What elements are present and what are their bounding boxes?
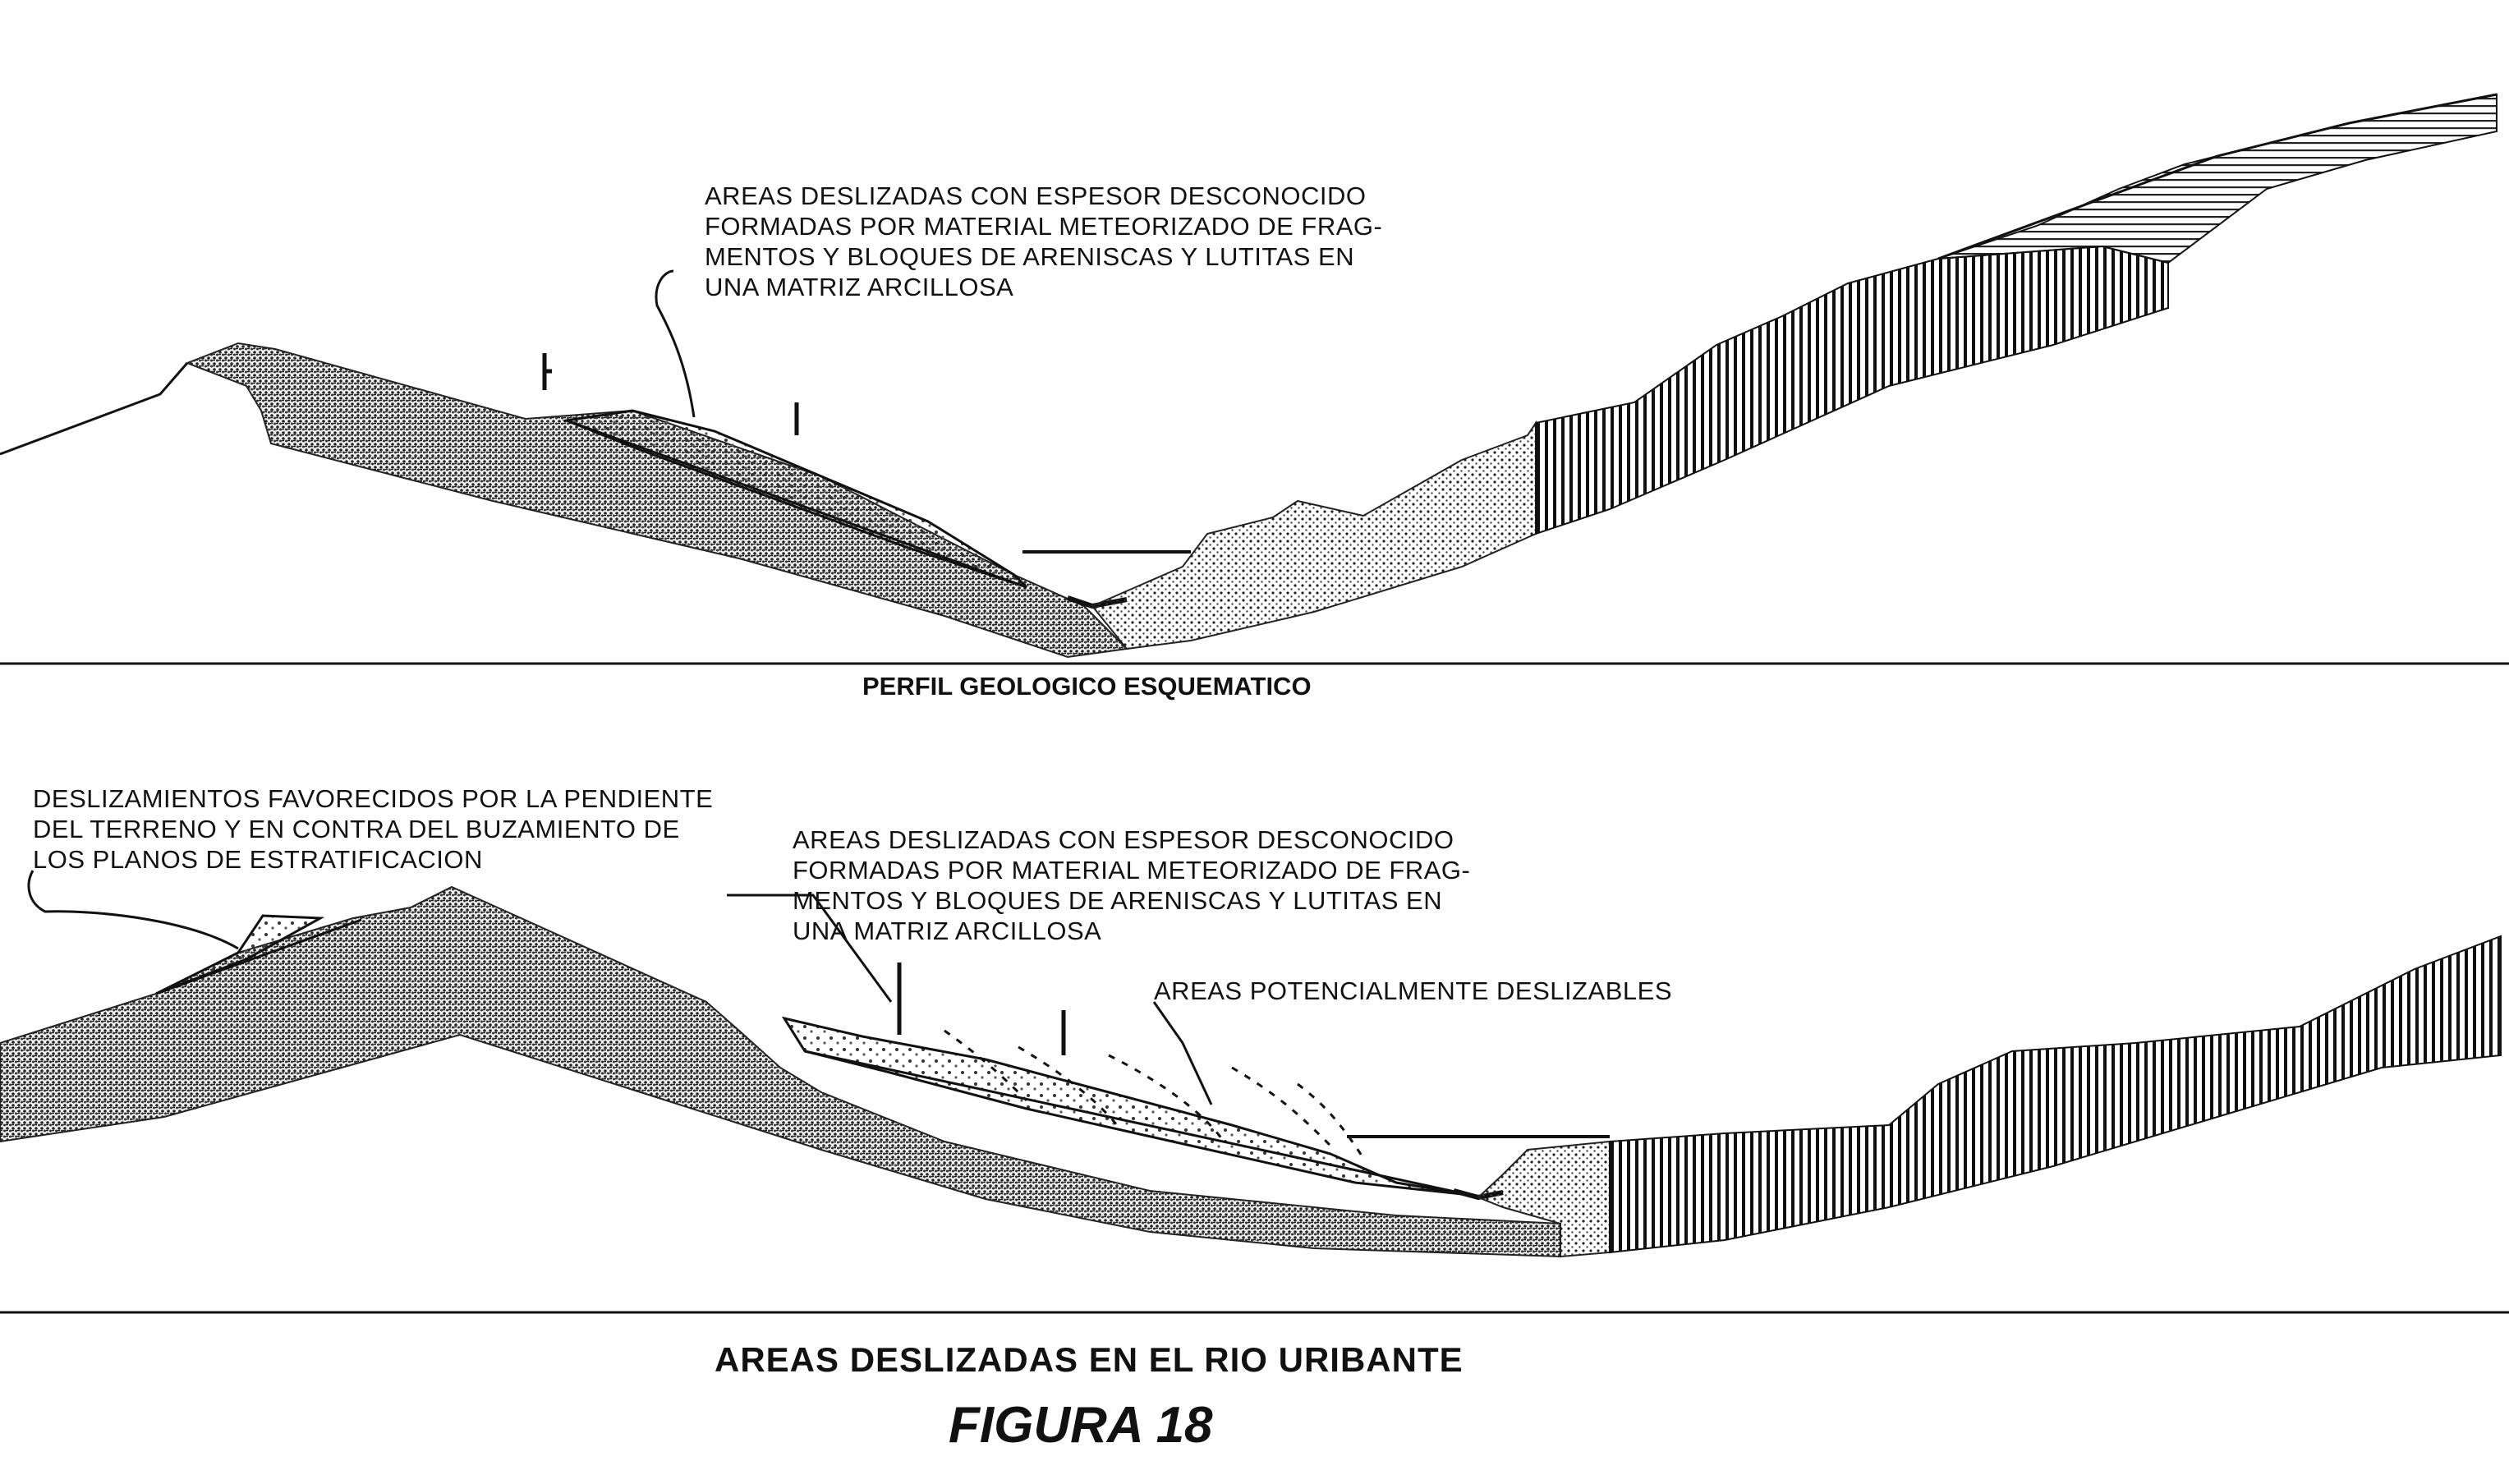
top-slip-surface <box>566 419 1027 589</box>
bottom-right-hatched-slope <box>1609 935 2502 1254</box>
bottom-potential-slide-4 <box>1231 1066 1332 1147</box>
top-slide-note-line-2: FORMADAS POR MATERIAL METEORIZADO DE FRA… <box>705 212 1383 241</box>
bottom-center-note-line-1: AREAS DESLIZADAS CON ESPESOR DESCONOCIDO <box>793 825 1454 854</box>
bottom-center-note-line-4: UNA MATRIZ ARCILLOSA <box>793 917 1102 945</box>
top-note-leader <box>655 269 696 418</box>
bottom-center-note: AREAS DESLIZADAS CON ESPESOR DESCONOCIDO… <box>793 825 1470 946</box>
top-upper-slope-outline <box>1937 93 2498 260</box>
bottom-left-note-line-1: DESLIZAMIENTOS FAVORECIDOS POR LA PENDIE… <box>33 784 714 813</box>
top-slide-note-line-4: UNA MATRIZ ARCILLOSA <box>705 273 1014 301</box>
top-landslide-mass <box>562 409 1028 589</box>
bottom-left-ridge <box>0 885 1561 1258</box>
bottom-potential-slide-2 <box>1018 1045 1119 1126</box>
top-left-hillside <box>185 342 1129 659</box>
bottom-slip-surface <box>804 1050 1471 1197</box>
bottom-potential-slide-5 <box>1297 1082 1365 1159</box>
figure-number: FIGURA 18 <box>949 1397 1213 1454</box>
bottom-left-note-line-3: LOS PLANOS DE ESTRATIFICACION <box>33 845 483 874</box>
top-right-lower-slope <box>1091 420 1537 650</box>
bottom-potential-slide-3 <box>1108 1054 1225 1142</box>
bottom-left-note-line-2: DEL TERRENO Y EN CONTRA DEL BUZAMIENTO D… <box>33 815 680 843</box>
bottom-left-slip-surface <box>155 918 362 995</box>
bottom-right-note: AREAS POTENCIALMENTE DESLIZABLES <box>1154 976 1673 1005</box>
bottom-center-note-line-3: MENTOS Y BLOQUES DE ARENISCAS Y LUTITAS … <box>793 886 1443 915</box>
top-slide-note-line-1: AREAS DESLIZADAS CON ESPESOR DESCONOCIDO <box>705 181 1367 210</box>
top-left-surface-line <box>0 362 189 456</box>
top-right-hatched-slope <box>1535 245 2169 535</box>
bottom-profile <box>0 870 2509 1314</box>
figure-title: AREAS DESLIZADAS EN EL RIO URIBANTE <box>715 1340 1464 1379</box>
top-slide-note: AREAS DESLIZADAS CON ESPESOR DESCONOCIDO… <box>705 181 1382 302</box>
bottom-center-note-leader <box>727 894 893 1003</box>
bottom-center-slide <box>781 1016 1471 1197</box>
bottom-center-note-line-2: FORMADAS POR MATERIAL METEORIZADO DE FRA… <box>793 856 1471 884</box>
top-slide-note-line-3: MENTOS Y BLOQUES DE ARENISCAS Y LUTITAS … <box>705 242 1355 271</box>
bottom-left-note-leader <box>27 870 239 950</box>
top-dip-symbol-1 <box>542 353 552 390</box>
bottom-potential-slide-1 <box>944 1029 1028 1102</box>
bottom-left-slide <box>155 914 325 995</box>
top-profile-caption: PERFIL GEOLOGICO ESQUEMATICO <box>862 672 1312 701</box>
bottom-left-note: DESLIZAMIENTOS FAVORECIDOS POR LA PENDIE… <box>33 783 713 875</box>
bottom-right-note-leader <box>1152 1001 1213 1105</box>
top-profile <box>0 93 2509 665</box>
top-upper-slope <box>1937 93 2498 264</box>
